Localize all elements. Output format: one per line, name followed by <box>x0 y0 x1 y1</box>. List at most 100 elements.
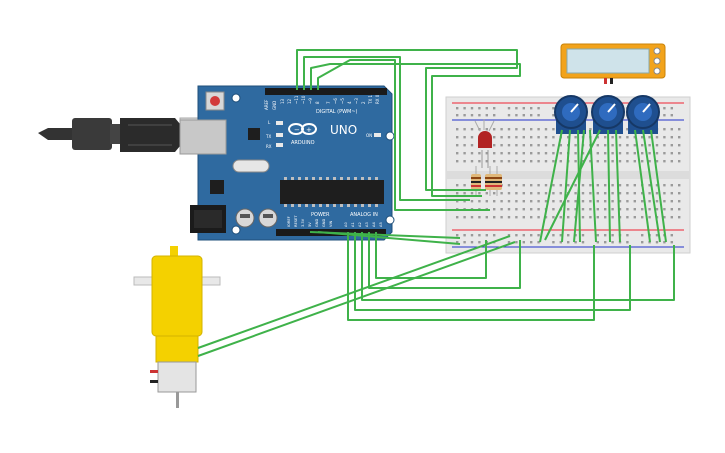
breadboard-hole[interactable] <box>663 136 666 139</box>
breadboard-hole[interactable] <box>678 216 681 219</box>
breadboard-hole[interactable] <box>470 216 474 219</box>
breadboard-hole[interactable] <box>463 241 466 244</box>
breadboard-hole[interactable] <box>648 160 651 163</box>
breadboard-hole[interactable] <box>589 128 592 131</box>
breadboard-hole[interactable] <box>670 107 673 110</box>
breadboard-hole[interactable] <box>641 200 644 203</box>
breadboard-hole[interactable] <box>589 208 592 211</box>
breadboard-hole[interactable] <box>493 234 496 237</box>
breadboard-hole[interactable] <box>463 107 466 110</box>
breadboard-hole[interactable] <box>581 192 585 195</box>
breadboard-hole[interactable] <box>552 184 555 187</box>
breadboard-hole[interactable] <box>470 144 474 147</box>
breadboard-hole[interactable] <box>493 200 496 203</box>
breadboard-hole[interactable] <box>670 128 673 131</box>
breadboard-hole[interactable] <box>678 160 681 163</box>
breadboard-hole[interactable] <box>544 216 548 219</box>
breadboard-hole[interactable] <box>470 128 474 131</box>
breadboard-hole[interactable] <box>485 114 488 117</box>
breadboard-hole[interactable] <box>537 136 540 139</box>
breadboard-hole[interactable] <box>618 208 622 211</box>
breadboard-hole[interactable] <box>663 114 666 117</box>
breadboard-hole[interactable] <box>574 144 577 147</box>
breadboard-hole[interactable] <box>641 136 644 139</box>
breadboard-hole[interactable] <box>648 136 651 139</box>
breadboard-hole[interactable] <box>581 152 585 155</box>
breadboard-hole[interactable] <box>589 160 592 163</box>
breadboard-hole[interactable] <box>670 241 673 244</box>
breadboard-hole[interactable] <box>581 208 585 211</box>
breadboard-hole[interactable] <box>633 200 636 203</box>
breadboard-hole[interactable] <box>463 128 466 131</box>
breadboard-hole[interactable] <box>507 216 511 219</box>
breadboard-hole[interactable] <box>485 200 488 203</box>
breadboard-hole[interactable] <box>574 241 577 244</box>
breadboard-hole[interactable] <box>678 144 681 147</box>
breadboard-hole[interactable] <box>611 208 614 211</box>
breadboard-hole[interactable] <box>559 152 562 155</box>
breadboard-hole[interactable] <box>648 192 651 195</box>
breadboard-hole[interactable] <box>456 144 459 147</box>
breadboard-hole[interactable] <box>537 144 540 147</box>
breadboard-hole[interactable] <box>515 144 518 147</box>
breadboard-hole[interactable] <box>522 144 525 147</box>
breadboard-hole[interactable] <box>633 208 636 211</box>
breadboard-hole[interactable] <box>507 128 511 131</box>
breadboard-hole[interactable] <box>478 192 481 195</box>
breadboard-hole[interactable] <box>589 184 592 187</box>
breadboard-hole[interactable] <box>589 216 592 219</box>
breadboard-hole[interactable] <box>522 128 525 131</box>
breadboard-hole[interactable] <box>678 208 681 211</box>
breadboard-hole[interactable] <box>530 208 533 211</box>
breadboard-hole[interactable] <box>678 200 681 203</box>
breadboard-hole[interactable] <box>663 128 666 131</box>
breadboard-hole[interactable] <box>485 192 488 195</box>
breadboard-hole[interactable] <box>515 107 518 110</box>
breadboard-hole[interactable] <box>463 192 466 195</box>
breadboard-hole[interactable] <box>567 184 570 187</box>
breadboard-hole[interactable] <box>500 160 503 163</box>
breadboard-hole[interactable] <box>648 184 651 187</box>
breadboard-hole[interactable] <box>485 160 488 163</box>
breadboard-hole[interactable] <box>485 216 488 219</box>
breadboard-hole[interactable] <box>574 160 577 163</box>
breadboard-hole[interactable] <box>611 200 614 203</box>
breadboard-hole[interactable] <box>604 136 607 139</box>
breadboard-hole[interactable] <box>655 152 659 155</box>
breadboard-hole[interactable] <box>530 114 533 117</box>
breadboard-hole[interactable] <box>493 192 496 195</box>
breadboard-hole[interactable] <box>670 114 673 117</box>
breadboard-hole[interactable] <box>515 241 518 244</box>
breadboard-holes[interactable] <box>456 107 681 244</box>
breadboard-hole[interactable] <box>678 184 681 187</box>
breadboard-hole[interactable] <box>530 107 533 110</box>
breadboard-hole[interactable] <box>456 152 459 155</box>
breadboard-hole[interactable] <box>507 200 511 203</box>
breadboard-hole[interactable] <box>596 234 599 237</box>
breadboard-hole[interactable] <box>574 152 577 155</box>
breadboard-hole[interactable] <box>567 234 570 237</box>
breadboard-hole[interactable] <box>493 128 496 131</box>
breadboard-hole[interactable] <box>544 144 548 147</box>
breadboard-hole[interactable] <box>567 208 570 211</box>
breadboard-hole[interactable] <box>641 144 644 147</box>
breadboard-hole[interactable] <box>670 152 673 155</box>
breadboard-hole[interactable] <box>493 114 496 117</box>
breadboard-hole[interactable] <box>604 184 607 187</box>
breadboard-hole[interactable] <box>530 184 533 187</box>
breadboard-hole[interactable] <box>530 234 533 237</box>
breadboard-hole[interactable] <box>559 216 562 219</box>
breadboard-hole[interactable] <box>670 216 673 219</box>
breadboard-hole[interactable] <box>581 241 585 244</box>
breadboard-hole[interactable] <box>500 216 503 219</box>
breadboard-hole[interactable] <box>663 144 666 147</box>
breadboard-hole[interactable] <box>544 136 548 139</box>
breadboard-hole[interactable] <box>574 200 577 203</box>
breadboard-hole[interactable] <box>544 200 548 203</box>
digital-header[interactable] <box>265 88 387 95</box>
breadboard-hole[interactable] <box>515 216 518 219</box>
breadboard-hole[interactable] <box>670 184 673 187</box>
breadboard-hole[interactable] <box>522 200 525 203</box>
breadboard-hole[interactable] <box>522 216 525 219</box>
breadboard-hole[interactable] <box>463 184 466 187</box>
